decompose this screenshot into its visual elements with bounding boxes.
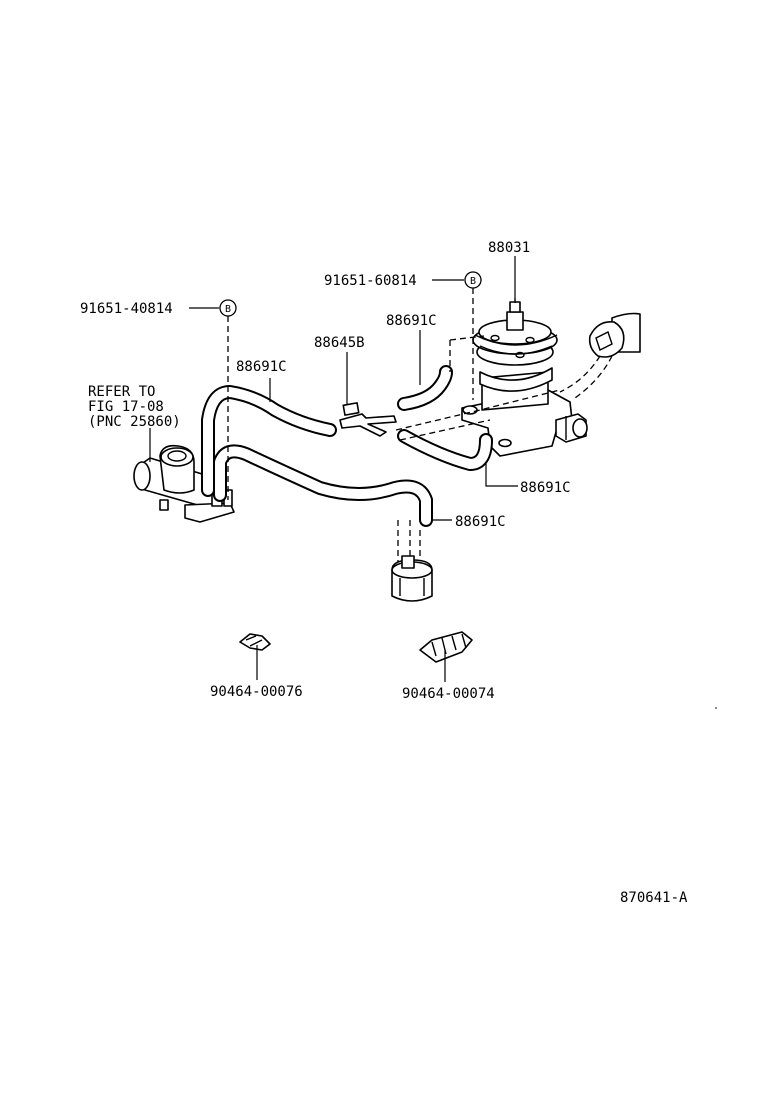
label-88031: 88031	[488, 240, 530, 256]
marker-b-left: B	[219, 299, 237, 317]
refer-line-1: REFER TO	[88, 384, 155, 400]
vacuum-switching-valve	[133, 444, 235, 523]
svg-text:B: B	[225, 304, 231, 315]
label-90464-00074: 90464-00074	[402, 686, 495, 702]
intake-hose-upper-right	[559, 312, 641, 399]
egr-valve-assembly	[461, 298, 588, 457]
svg-text:B: B	[470, 276, 476, 287]
refer-line-3: (PNC 25860)	[88, 414, 181, 430]
label-88691c-lower: 88691C	[455, 514, 506, 530]
dashed-connection-t-egr-2	[399, 419, 491, 441]
stray-dot	[715, 707, 717, 709]
vacuum-modulator-port	[391, 520, 433, 602]
leader-lines	[149, 256, 518, 682]
figure-id: 870641-A	[620, 890, 688, 906]
label-88691c-left: 88691C	[236, 359, 287, 375]
clip-90464-00076	[239, 633, 271, 651]
clip-90464-00074	[419, 631, 473, 663]
hose-88691c-top-right	[397, 365, 453, 411]
hose-88691c-lower	[213, 444, 433, 527]
label-88691c-top-right: 88691C	[386, 313, 437, 329]
marker-b-right: B	[464, 271, 482, 289]
hose-88691c-left	[201, 385, 337, 497]
dashed-connection-hose-egr-b	[449, 335, 485, 341]
t-joint-88645b	[339, 402, 397, 437]
label-91651-60814: 91651-60814	[324, 273, 417, 289]
hose-88691c-mid-right	[397, 429, 493, 471]
label-88691c-mid-right: 88691C	[520, 480, 571, 496]
label-90464-00076: 90464-00076	[210, 684, 303, 700]
dashed-connection-t-egr	[395, 389, 561, 431]
refer-line-2: FIG 17-08	[88, 399, 164, 415]
label-88645b: 88645B	[314, 335, 365, 351]
label-91651-40814: 91651-40814	[80, 301, 173, 317]
